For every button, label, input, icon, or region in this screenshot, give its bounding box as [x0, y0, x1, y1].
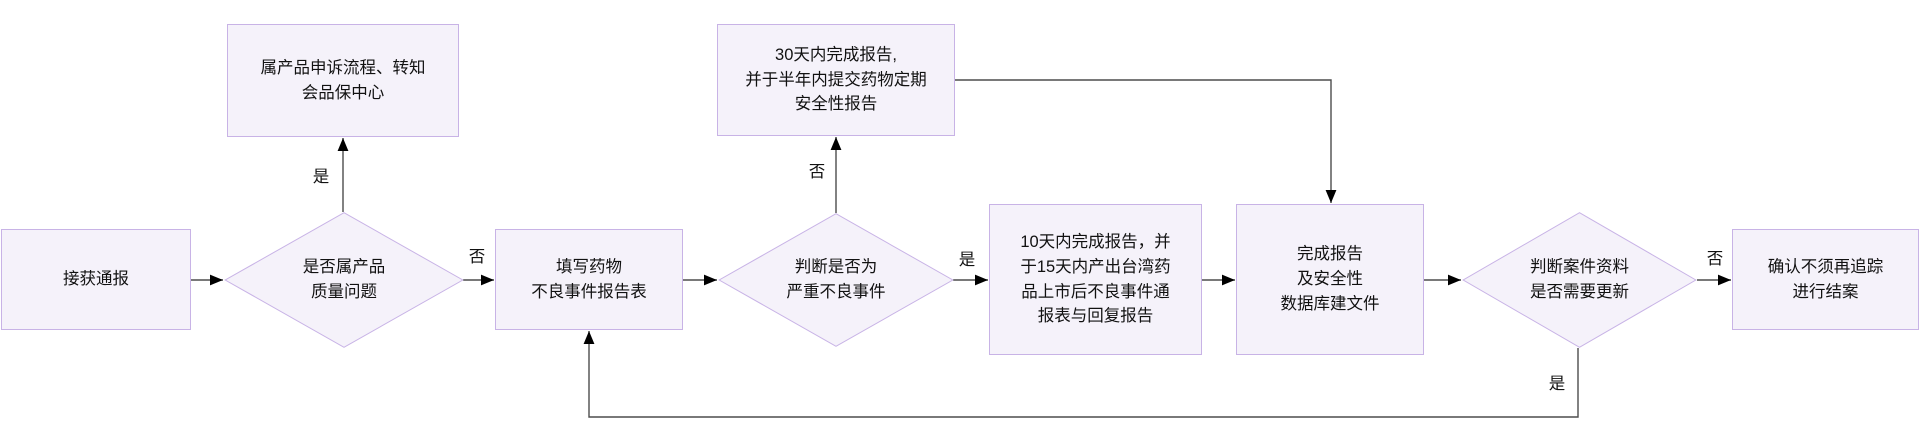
node-update-decision-label: 判断案件资料 是否需要更新 — [1530, 258, 1629, 301]
node-fill-form: 填写药物 不良事件报告表 — [495, 229, 683, 330]
node-update-decision: 判断案件资料 是否需要更新 — [1462, 212, 1697, 348]
edge-label-quality-no: 否 — [468, 247, 486, 266]
edge-label-serious-yes: 是 — [958, 250, 976, 269]
edge-label-serious-no: 否 — [808, 162, 826, 181]
node-quality-decision-label: 是否属产品 质量问题 — [302, 258, 386, 301]
node-fill-form-label: 填写药物 不良事件报告表 — [531, 257, 647, 301]
edge-report-30-to-complete-report — [955, 79, 1337, 203]
node-complaint-label: 属产品申诉流程、转知 会品保中心 — [260, 58, 426, 102]
node-complete-report-label: 完成报告 及安全性 数据库建文件 — [1280, 245, 1380, 313]
node-report-10: 10天内完成报告，并 于15天内产出台湾药 品上市后不良事件通 报表与回复报告 — [989, 204, 1202, 355]
node-complaint: 属产品申诉流程、转知 会品保中心 — [227, 24, 459, 137]
edge-label-update-no: 否 — [1706, 249, 1724, 268]
node-serious-decision: 判断是否为 严重不良事件 — [718, 213, 954, 347]
diamond-shape — [224, 212, 464, 348]
node-serious-decision-label: 判断是否为 严重不良事件 — [786, 258, 886, 301]
node-receive-label: 接获通报 — [63, 270, 129, 289]
node-quality-decision: 是否属产品 质量问题 — [224, 212, 464, 348]
node-close-case-label: 确认不须再追踪 进行结案 — [1767, 257, 1884, 301]
node-close-case: 确认不须再追踪 进行结案 — [1732, 229, 1919, 330]
edge-update-decision-to-fill-form — [583, 331, 1579, 418]
node-report-30-label: 30天内完成报告, 并于半年内提交药物定期 安全性报告 — [745, 45, 927, 114]
node-report-10-label: 10天内完成报告，并 于15天内产出台湾药 品上市后不良事件通 报表与回复报告 — [1020, 233, 1171, 326]
node-report-30: 30天内完成报告, 并于半年内提交药物定期 安全性报告 — [717, 24, 955, 136]
edge-label-quality-yes: 是 — [312, 167, 330, 186]
diamond-shape — [718, 213, 954, 347]
node-receive: 接获通报 — [1, 229, 191, 330]
node-complete-report: 完成报告 及安全性 数据库建文件 — [1236, 204, 1424, 355]
diamond-shape — [1462, 212, 1697, 348]
edge-label-update-yes: 是 — [1548, 374, 1566, 393]
